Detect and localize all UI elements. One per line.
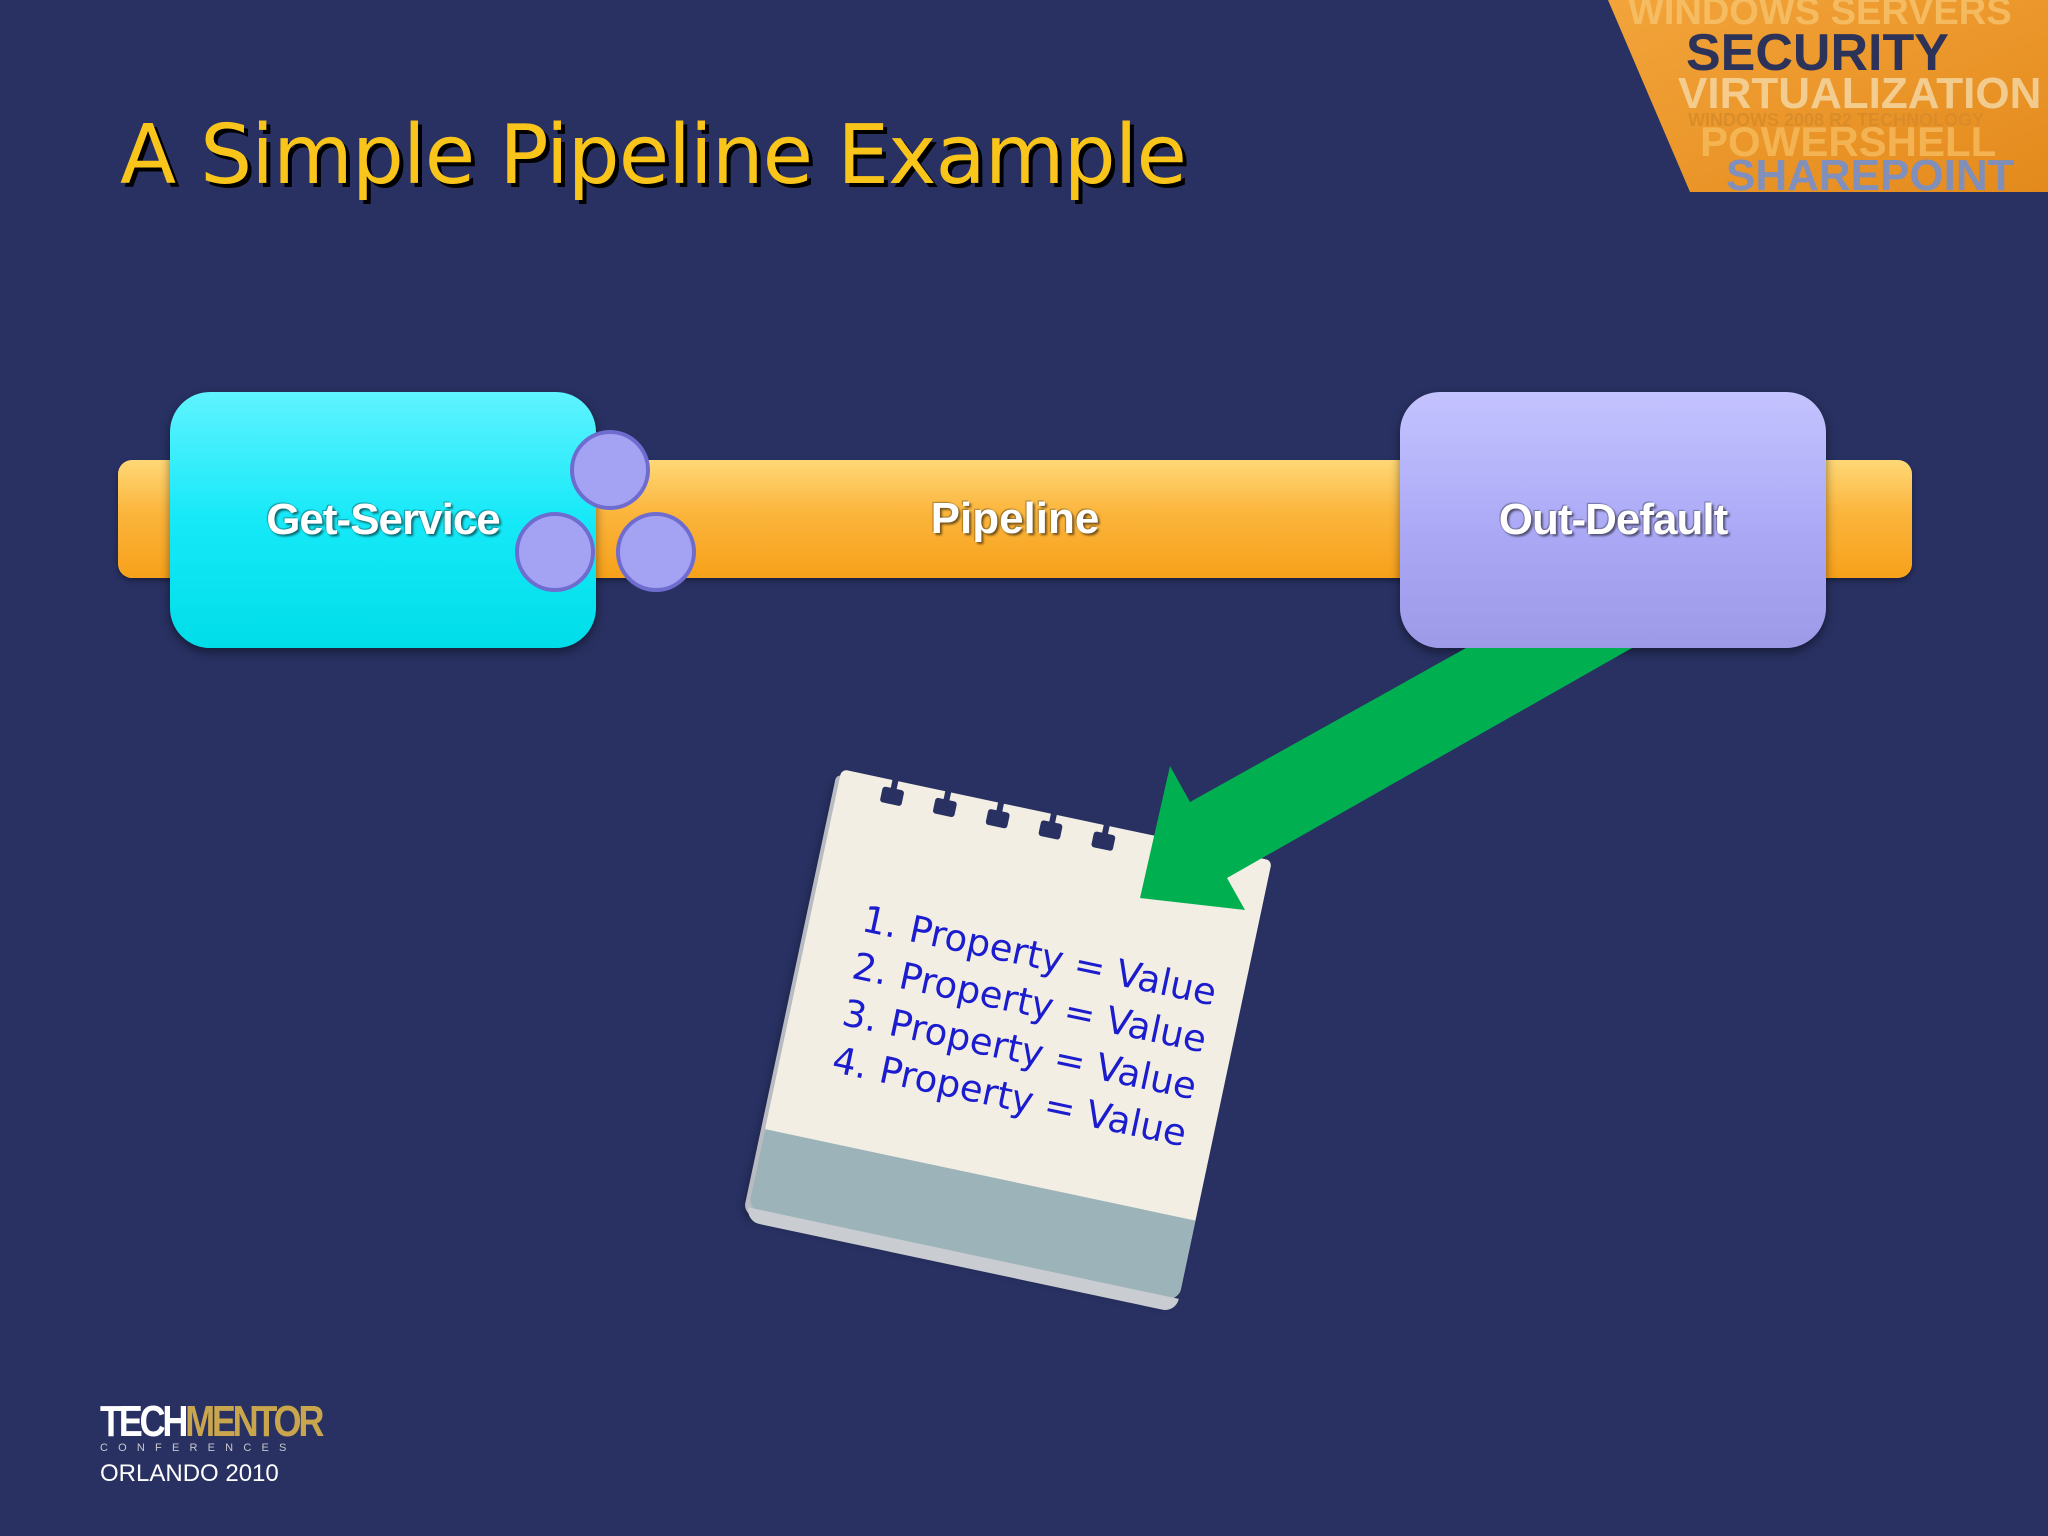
pipeline-object-circle <box>570 430 650 510</box>
techmentor-logo: TECHMENTOR CONFERENCES ORLANDO 2010 <box>100 1397 324 1488</box>
banner-word-1: WINDOWS SERVERS <box>1628 0 2012 33</box>
pipeline-object-circle <box>616 512 696 592</box>
banner-word-3: VIRTUALIZATION <box>1678 69 2041 118</box>
banner-word-6: SHAREPOINT <box>1726 151 2015 192</box>
banner-word-5: POWERSHELL <box>1700 118 1996 165</box>
out-default-box: Out-Default <box>1400 392 1826 648</box>
pipeline-object-circle <box>515 512 595 592</box>
logo-wordmark: TECHMENTOR <box>100 1397 324 1446</box>
output-notepad: 1.Property = Value 2.Property = Value 3.… <box>745 762 1272 1313</box>
property-list: 1.Property = Value 2.Property = Value 3.… <box>828 895 1221 1158</box>
notepad-ring <box>932 772 963 820</box>
notepad-ring <box>1090 806 1122 854</box>
out-default-label: Out-Default <box>1498 495 1729 544</box>
notepad-bottom-band <box>748 1129 1196 1301</box>
logo-location: ORLANDO 2010 <box>100 1460 279 1487</box>
notepad-ring <box>879 761 910 809</box>
notepad-ring <box>1038 794 1069 842</box>
banner-word-4: WINDOWS 2008 R2 TECHNOLOGY <box>1688 110 1984 130</box>
slide-title: A Simple Pipeline Example <box>120 108 1187 203</box>
corner-banner: WINDOWS SERVERS SECURITY VIRTUALIZATION … <box>1608 0 2048 192</box>
get-service-box: Get-Service <box>170 392 596 648</box>
banner-graphic: WINDOWS SERVERS SECURITY VIRTUALIZATION … <box>1608 0 2048 192</box>
notepad-page: 1.Property = Value 2.Property = Value 3.… <box>748 762 1272 1301</box>
get-service-label: Get-Service <box>266 495 501 544</box>
banner-word-2: SECURITY <box>1686 24 1949 82</box>
logo-conferences: CONFERENCES <box>100 1442 297 1454</box>
notepad-ring <box>985 783 1016 831</box>
